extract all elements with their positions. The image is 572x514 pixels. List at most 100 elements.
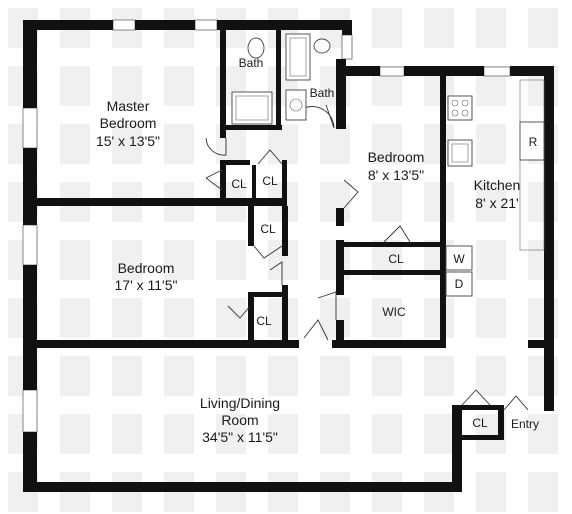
wall-b2-left-lower (336, 208, 344, 226)
wall-top-3 (217, 20, 352, 30)
watermark-tile (112, 356, 142, 396)
watermark-tile (320, 182, 350, 222)
wall-bottom-step (452, 405, 462, 492)
wall-wic-left-top (336, 240, 344, 295)
label-cl-bedroom-2: CL (388, 252, 404, 266)
wall-cl-top (220, 160, 250, 165)
door-bath-2 (303, 104, 335, 129)
tub-bath-1 (231, 91, 273, 125)
door-cl-b3 (227, 305, 251, 319)
wall-top-4 (336, 66, 380, 76)
watermark-tile (216, 240, 246, 280)
door-bedroom-2 (343, 179, 359, 209)
label-master-bedroom-size: 15' x 13'5" (96, 133, 160, 149)
walls (23, 20, 554, 492)
toilet-bath-2 (313, 38, 331, 54)
wall-left-3 (23, 265, 37, 390)
watermark-tile (164, 414, 194, 454)
watermark-tile (268, 124, 298, 164)
wall-b3-cl-top (248, 292, 288, 297)
tub-inner-bath-2 (289, 37, 307, 77)
label-range: R (529, 135, 538, 149)
watermark-tile (60, 66, 90, 106)
watermark-tile (528, 472, 558, 512)
burner-4 (461, 109, 469, 117)
watermark-tile (476, 182, 506, 222)
label-cl-master-a: CL (231, 177, 247, 191)
watermark-tile (320, 124, 350, 164)
door-wic (317, 291, 337, 320)
watermark-tile (164, 240, 194, 280)
wall-left-4 (23, 432, 37, 492)
watermark-tile (216, 298, 246, 338)
wall-bath-split (276, 30, 281, 130)
watermark-tile (60, 356, 90, 396)
watermark-tile (528, 414, 558, 454)
label-cl-bedroom-3: CL (256, 314, 272, 328)
wall-cl-divider (252, 165, 256, 200)
wall-bath-bottom (226, 125, 282, 130)
tub-bath-2 (285, 33, 311, 81)
wall-b3-cl-right (282, 285, 288, 342)
label-cl-entry: CL (472, 416, 488, 430)
wall-hall-cl-left (248, 206, 254, 246)
watermark-tile (320, 414, 350, 454)
watermark-tile (372, 414, 402, 454)
wall-right (544, 66, 554, 411)
watermark-tile (372, 124, 402, 164)
doors (205, 104, 529, 411)
label-bedroom-2: Bedroom (368, 149, 425, 165)
toilet-bath-1 (247, 37, 265, 59)
label-bedroom-3-size: 17' x 11'5" (115, 277, 178, 293)
watermark-tile (424, 414, 454, 454)
watermark-tile (476, 298, 506, 338)
watermark-tile (372, 298, 402, 338)
label-cl-hall: CL (260, 222, 276, 236)
watermark-tile (60, 124, 90, 164)
burner-1 (451, 99, 459, 107)
watermark-tile (372, 356, 402, 396)
label-living-size: 34'5" x 11'5" (202, 429, 278, 445)
labels: Master Bedroom 15' x 13'5" Bath Bath Bed… (96, 56, 539, 445)
watermark-tile (60, 414, 90, 454)
sink-bowl-bath-2 (289, 98, 303, 112)
door-cl-b2 (383, 225, 411, 243)
watermark-tile (112, 414, 142, 454)
watermark-tile (164, 356, 194, 396)
watermark-tile (476, 124, 506, 164)
watermark-tile (476, 356, 506, 396)
wall-left-2 (23, 148, 37, 225)
wall-entry-cl-top (452, 405, 462, 410)
watermark-tile (216, 414, 246, 454)
label-living-1: Living/Dining (200, 395, 280, 411)
window-left-bedroom (22, 224, 38, 266)
burner-3 (451, 109, 459, 117)
watermark-tile (424, 356, 454, 396)
window-bath-right (341, 34, 353, 60)
fixtures (231, 33, 545, 297)
watermark-tile (476, 240, 506, 280)
door-cl-entry (461, 389, 491, 406)
label-cl-master-b: CL (262, 174, 278, 188)
door-bedroom-3 (269, 261, 283, 285)
wall-b2-bottom (344, 242, 444, 247)
window-left-living (22, 389, 38, 433)
watermark-tile (424, 8, 454, 48)
wall-top-6 (510, 66, 554, 76)
label-bedroom-3: Bedroom (118, 260, 175, 276)
wall-entry-cl-bottom (462, 435, 504, 440)
label-bath-2: Bath (310, 86, 335, 100)
wall-left-1 (23, 20, 37, 108)
door-cl-master-b (257, 149, 283, 165)
watermark-tile (424, 298, 454, 338)
watermark-tile (320, 356, 350, 396)
watermark-tile (60, 240, 90, 280)
wall-top-1 (23, 20, 113, 30)
kitchen-sink-bowl (451, 143, 469, 163)
label-bath-1: Bath (239, 56, 264, 70)
watermark-tile (372, 182, 402, 222)
watermark-tile (164, 298, 194, 338)
door-entry (503, 395, 529, 411)
watermark-tile (320, 298, 350, 338)
